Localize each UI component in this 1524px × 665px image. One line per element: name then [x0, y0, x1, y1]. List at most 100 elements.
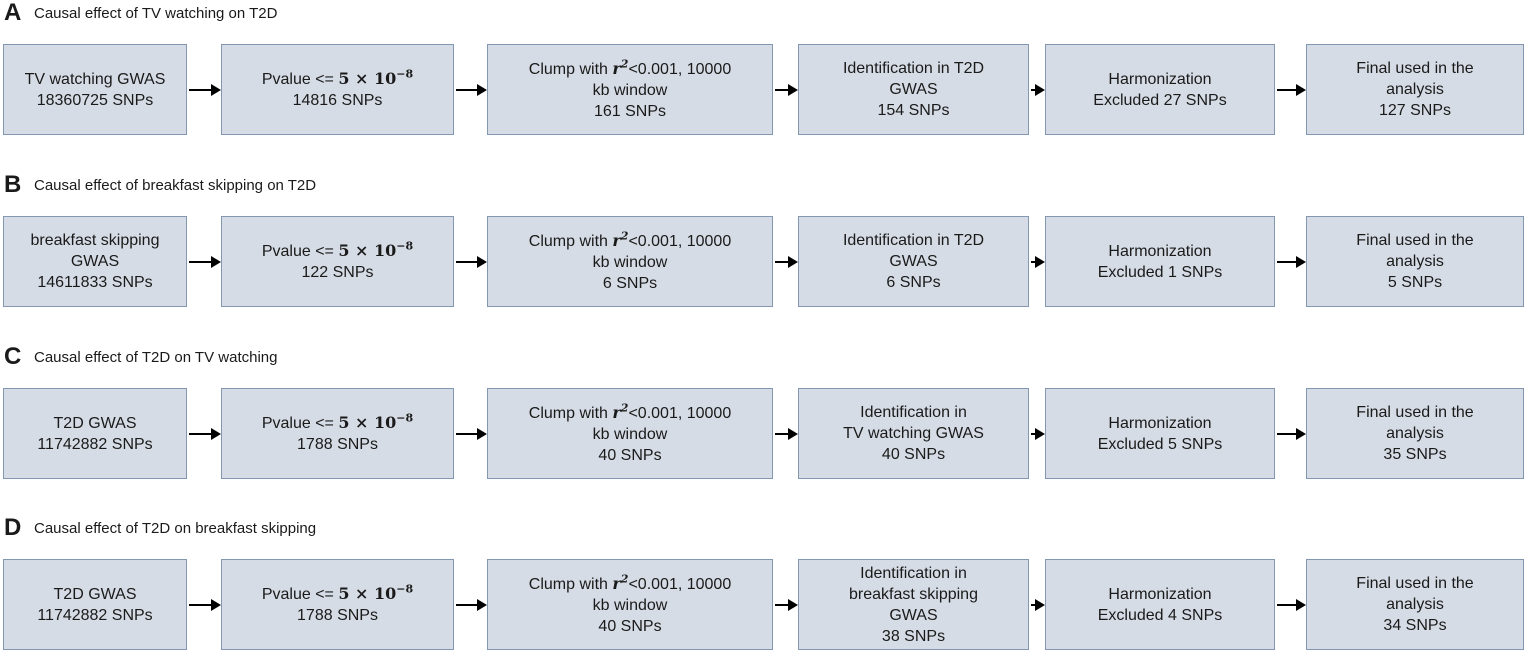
- step-text-line: breakfast skipping: [849, 585, 978, 603]
- step-text-line: Excluded 27 SNPs: [1093, 91, 1227, 109]
- r-variable: r: [612, 58, 621, 78]
- step-text-line: GWAS: [889, 606, 938, 624]
- flow-arrow: [456, 255, 487, 268]
- flow-arrow: [1031, 598, 1045, 611]
- step-text-line: 35 SNPs: [1383, 446, 1447, 463]
- step-text-line: Excluded 4 SNPs: [1097, 606, 1223, 624]
- flow-arrow: [189, 255, 221, 268]
- step-text-line: breakfast skipping: [30, 232, 160, 249]
- panel-d: D Causal effect of T2D on breakfast skipp…: [0, 514, 1524, 665]
- panel-letter: C: [4, 343, 22, 370]
- panel-title: Causal effect of TV watching on T2D: [34, 4, 278, 22]
- flow-arrow: [775, 255, 798, 268]
- flow-step-box: Final used in the analysis 5 SNPs: [1306, 216, 1524, 307]
- panel-header: C Causal effect of T2D on TV watching: [4, 343, 278, 370]
- r-variable: r: [612, 402, 621, 422]
- threshold-base: 5 × 10: [338, 413, 397, 432]
- clump-label: Clump with: [528, 232, 613, 250]
- step-text-line: 127 SNPs: [1378, 102, 1452, 119]
- flow-step-box: Pvalue <= 5 × 10−8 14816 SNPs: [221, 44, 454, 135]
- step-text-line: TV watching GWAS: [24, 70, 166, 88]
- clump-label: Clump with: [528, 60, 613, 78]
- pvalue-threshold: Pvalue <= 5 × 10−8: [262, 68, 413, 90]
- panel-a: A Causal effect of TV watching on T2D TV w…: [0, 0, 1524, 150]
- snp-count: 40 SNPs: [598, 617, 662, 635]
- panel-header: D Causal effect of T2D on breakfast skipp…: [4, 514, 317, 541]
- panel-title: Causal effect of T2D on TV watching: [34, 348, 278, 366]
- step-text-line: T2D GWAS: [53, 414, 137, 432]
- pvalue-label: Pvalue <=: [261, 586, 339, 603]
- threshold-exponent: −8: [396, 411, 414, 425]
- flow-arrow: [1277, 427, 1306, 440]
- pvalue-label: Pvalue <=: [261, 243, 339, 260]
- snp-count: 1788 SNPs: [297, 607, 378, 624]
- r-squared: r2: [612, 402, 628, 422]
- flow-arrow: [189, 83, 221, 96]
- clump-threshold: <0.001, 10000: [628, 232, 732, 250]
- panel-title: Causal effect of T2D on breakfast skippi…: [34, 519, 317, 537]
- flow-arrow: [775, 598, 798, 611]
- step-text-line: Final used in the: [1356, 232, 1474, 249]
- flow-arrow: [456, 598, 487, 611]
- r-squared: r2: [612, 57, 629, 78]
- r-exponent: 2: [620, 57, 629, 71]
- step-text-line: 5 SNPs: [1387, 274, 1443, 291]
- r-exponent: 2: [620, 229, 629, 243]
- snp-count: 122 SNPs: [301, 264, 374, 281]
- clump-criteria: Clump with r2<0.001, 10000: [529, 230, 731, 252]
- threshold-value: 5 × 10−8: [338, 69, 413, 88]
- step-text-line: GWAS: [889, 81, 938, 98]
- step-text-line: GWAS: [70, 253, 120, 270]
- flow-arrow: [1277, 598, 1306, 611]
- r-squared: r2: [612, 229, 629, 250]
- threshold-value: 5 × 10−8: [338, 413, 413, 432]
- clump-criteria: Clump with r2<0.001, 10000: [529, 58, 731, 80]
- flow-arrow: [189, 598, 221, 611]
- pvalue-label: Pvalue <=: [261, 71, 339, 88]
- clump-criteria: Clump with r2<0.001, 10000: [529, 402, 731, 424]
- threshold-exponent: −8: [396, 582, 414, 596]
- step-text-line: Excluded 5 SNPs: [1097, 435, 1223, 453]
- clump-criteria: Clump with r2<0.001, 10000: [529, 573, 731, 595]
- step-text-line: 11742882 SNPs: [37, 606, 153, 624]
- panel-letter: D: [4, 514, 22, 541]
- step-text-line: Final used in the: [1356, 404, 1474, 421]
- panel-letter: A: [4, 0, 22, 26]
- panel-letter: B: [4, 171, 22, 198]
- snp-count: 40 SNPs: [598, 446, 662, 464]
- clump-label: Clump with: [528, 404, 613, 422]
- r-variable: r: [612, 230, 621, 250]
- step-text-line: 154 SNPs: [877, 102, 950, 119]
- flow-arrow: [775, 83, 798, 96]
- r-exponent: 2: [620, 572, 629, 586]
- snp-count: 1788 SNPs: [297, 436, 378, 453]
- pvalue-threshold: Pvalue <= 5 × 10−8: [262, 240, 413, 262]
- pvalue-threshold: Pvalue <= 5 × 10−8: [262, 583, 413, 605]
- snp-count: 14816 SNPs: [292, 92, 383, 109]
- flow-arrow: [1277, 83, 1306, 96]
- step-text-line: analysis: [1386, 253, 1444, 270]
- threshold-base: 5 × 10: [338, 584, 397, 603]
- step-text-line: 38 SNPs: [881, 627, 946, 645]
- threshold-value: 5 × 10−8: [338, 584, 413, 603]
- flow-arrow: [189, 427, 221, 440]
- flow-arrow: [1031, 255, 1045, 268]
- clump-threshold: <0.001, 10000: [628, 60, 732, 78]
- r-variable: r: [612, 573, 621, 593]
- pvalue-label: Pvalue <=: [261, 415, 339, 432]
- threshold-base: 5 × 10: [338, 241, 397, 260]
- step-text-line: GWAS: [889, 253, 938, 270]
- flow-arrow: [456, 427, 487, 440]
